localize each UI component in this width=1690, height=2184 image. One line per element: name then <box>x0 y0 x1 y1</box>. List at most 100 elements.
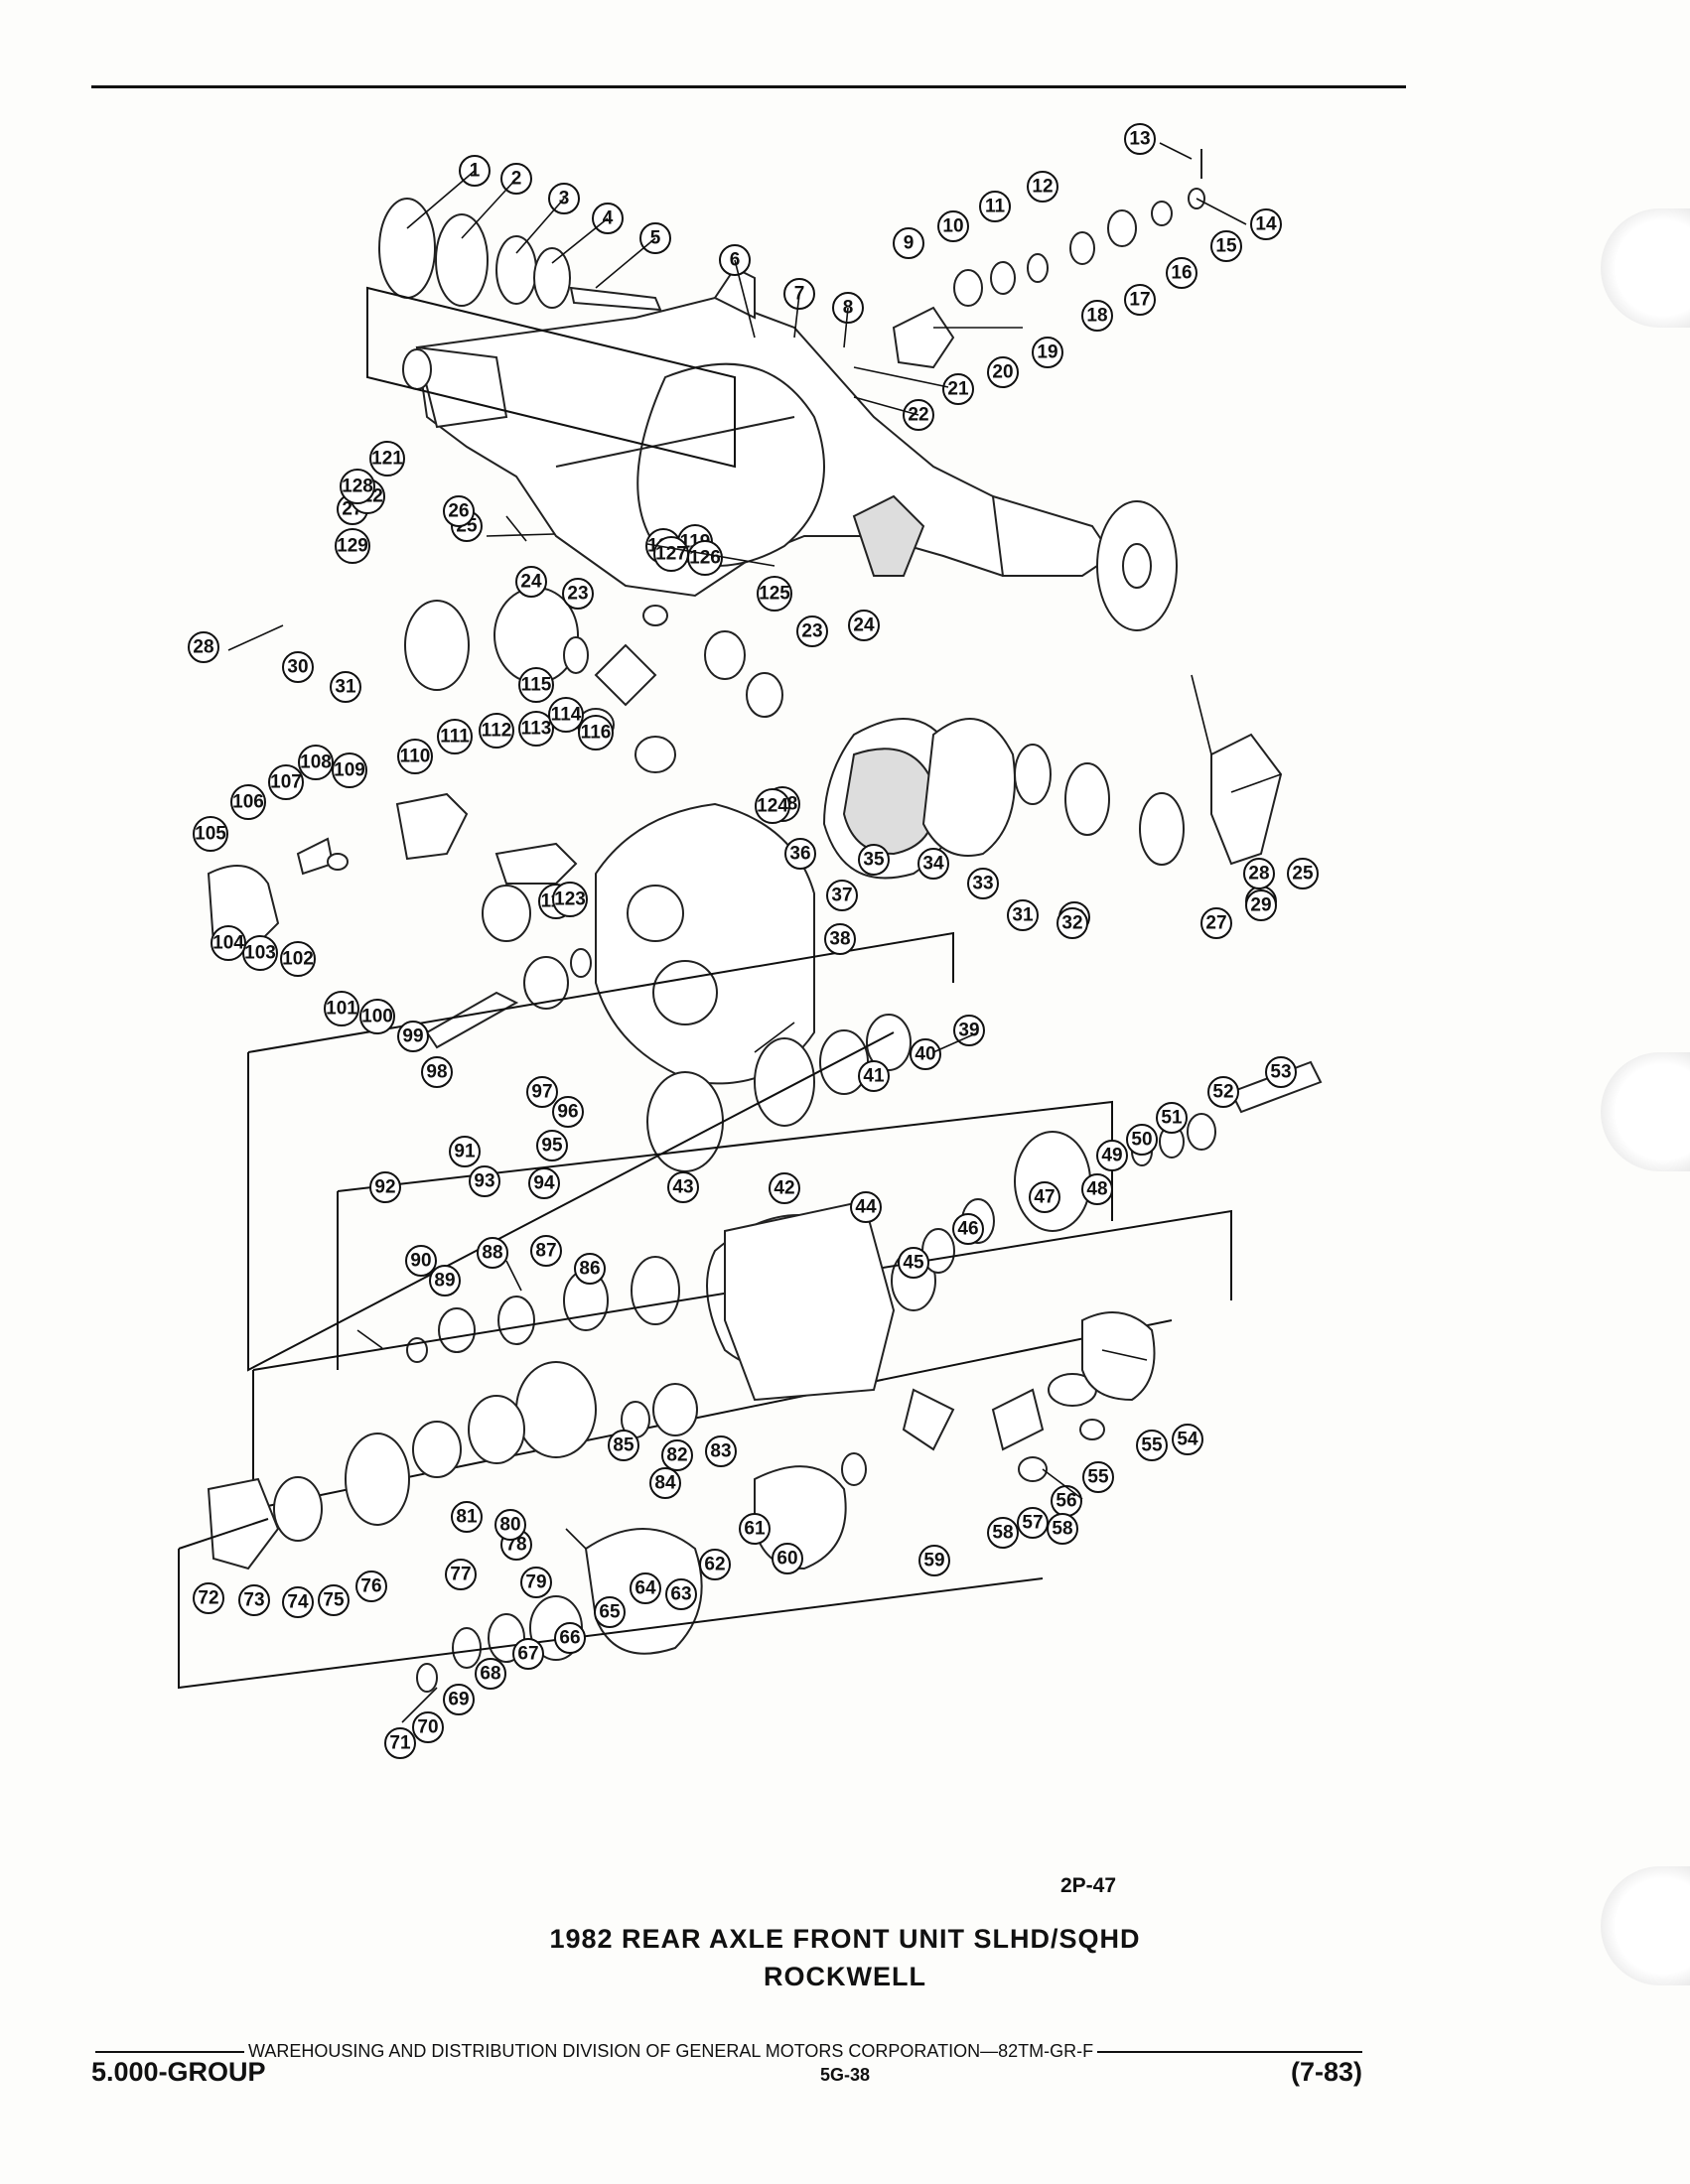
callout-number: 36 <box>789 844 810 865</box>
callout-102: 102 <box>280 941 316 977</box>
callout-87: 87 <box>530 1235 562 1267</box>
diagram-title-line2: ROCKWELL <box>764 1962 926 1991</box>
callout-73: 73 <box>238 1584 270 1616</box>
callout-77: 77 <box>445 1559 477 1590</box>
callout-68: 68 <box>475 1658 506 1690</box>
callout-circle <box>1210 230 1242 262</box>
callout-20: 20 <box>987 356 1019 388</box>
callout-circle <box>449 1136 481 1167</box>
callout-number: 28 <box>193 637 213 658</box>
callout-number: 5 <box>650 228 661 249</box>
callout-36: 36 <box>784 838 816 870</box>
callout-84: 84 <box>649 1467 681 1499</box>
callout-circle <box>649 1467 681 1499</box>
callout-90: 90 <box>405 1245 437 1277</box>
callout-circle <box>469 1165 500 1197</box>
callout-circle <box>1172 1424 1203 1455</box>
callout-98: 98 <box>421 1056 453 1088</box>
callout-number: 66 <box>559 1628 580 1649</box>
callout-circle <box>705 1435 737 1467</box>
callout-circle <box>1029 1181 1060 1213</box>
callout-88: 88 <box>477 1237 508 1269</box>
callout-47: 47 <box>1029 1181 1060 1213</box>
callout-number: 11 <box>985 197 1006 217</box>
callout-circle <box>769 1172 800 1204</box>
callout-number: 110 <box>400 747 431 767</box>
callout-75: 75 <box>318 1584 350 1616</box>
callout-number: 99 <box>402 1026 423 1047</box>
callout-circle <box>1200 907 1232 939</box>
callout-41: 41 <box>858 1060 890 1092</box>
callout-23: 23 <box>796 615 828 647</box>
callout-number: 70 <box>417 1717 438 1738</box>
callout-circle <box>548 697 584 733</box>
callout-38: 38 <box>824 923 856 955</box>
callout-44: 44 <box>850 1191 882 1223</box>
callout-40: 40 <box>910 1038 941 1070</box>
callout-circle <box>451 1501 483 1533</box>
callout-19: 19 <box>1032 337 1063 368</box>
callout-circle <box>910 1038 941 1070</box>
callout-number: 29 <box>1250 895 1271 916</box>
footer-rule-right <box>1097 2050 1362 2053</box>
axle-shaft-assembly <box>366 198 736 469</box>
callout-circle <box>1081 1173 1113 1205</box>
callout-94: 94 <box>528 1167 560 1199</box>
callout-105: 105 <box>193 816 228 852</box>
callout-26: 26 <box>443 495 475 527</box>
callout-number: 35 <box>863 850 885 871</box>
callout-circle <box>230 784 266 820</box>
punch-hole <box>1601 208 1690 328</box>
callout-number: 55 <box>1141 1435 1163 1456</box>
callout-circle <box>824 923 856 955</box>
callout-number: 84 <box>654 1473 676 1494</box>
callout-number: 61 <box>744 1519 766 1540</box>
callout-circle <box>520 1567 552 1598</box>
callout-58: 58 <box>1047 1513 1078 1545</box>
date-code: (7-83) <box>1291 2057 1363 2087</box>
callout-129: 129 <box>335 528 370 564</box>
callout-number: 60 <box>776 1549 797 1570</box>
callout-43: 43 <box>667 1171 699 1203</box>
callout-circle <box>443 495 475 527</box>
callout-number: 106 <box>232 792 264 813</box>
callout-circle <box>757 576 792 612</box>
callout-circle <box>518 667 554 703</box>
punch-hole <box>1601 1052 1690 1171</box>
callout-circle <box>574 1253 606 1285</box>
callout-number: 27 <box>1205 913 1226 934</box>
callout-10: 10 <box>937 210 969 242</box>
callout-circle <box>1047 1513 1078 1545</box>
callout-circle <box>211 925 246 961</box>
callout-circle <box>1081 300 1113 332</box>
callout-number: 94 <box>533 1173 555 1194</box>
callout-circle <box>405 1245 437 1277</box>
callout-109: 109 <box>332 752 367 788</box>
callout-circle <box>755 788 790 824</box>
callout-circle <box>665 1578 697 1610</box>
callout-number: 25 <box>1292 864 1314 885</box>
callout-number: 32 <box>1061 913 1082 934</box>
callout-number: 48 <box>1086 1179 1107 1200</box>
callout-30: 30 <box>282 651 314 683</box>
callout-number: 57 <box>1022 1513 1043 1534</box>
callout-17: 17 <box>1124 284 1156 316</box>
callout-86: 86 <box>574 1253 606 1285</box>
callout-circle <box>952 1213 984 1245</box>
callout-circle <box>784 838 816 870</box>
callout-27: 27 <box>1200 907 1232 939</box>
callout-circle <box>298 745 334 780</box>
callout-31: 31 <box>330 671 361 703</box>
callout-circle <box>1007 899 1039 931</box>
callout-16: 16 <box>1166 257 1197 289</box>
callout-circle <box>967 868 999 899</box>
callout-33: 33 <box>967 868 999 899</box>
callout-61: 61 <box>739 1513 771 1545</box>
callout-circle <box>667 1171 699 1203</box>
callout-124: 124 <box>755 788 790 824</box>
callout-12: 12 <box>1027 171 1058 203</box>
callout-number: 129 <box>337 536 368 557</box>
callout-circle <box>238 1584 270 1616</box>
callout-circle <box>193 1582 224 1614</box>
